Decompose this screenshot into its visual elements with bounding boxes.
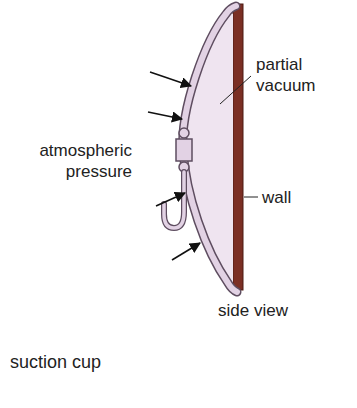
pressure-arrows [148, 72, 200, 260]
label-text: wall [262, 187, 342, 208]
leader-lines [220, 76, 258, 197]
label-text: atmospheric pressure [6, 140, 132, 182]
hook [164, 128, 192, 228]
wall-slab [233, 4, 243, 290]
caption: suction cup [10, 352, 210, 373]
label-text: side view [218, 300, 338, 321]
label-text: partial vacuum [256, 54, 352, 96]
